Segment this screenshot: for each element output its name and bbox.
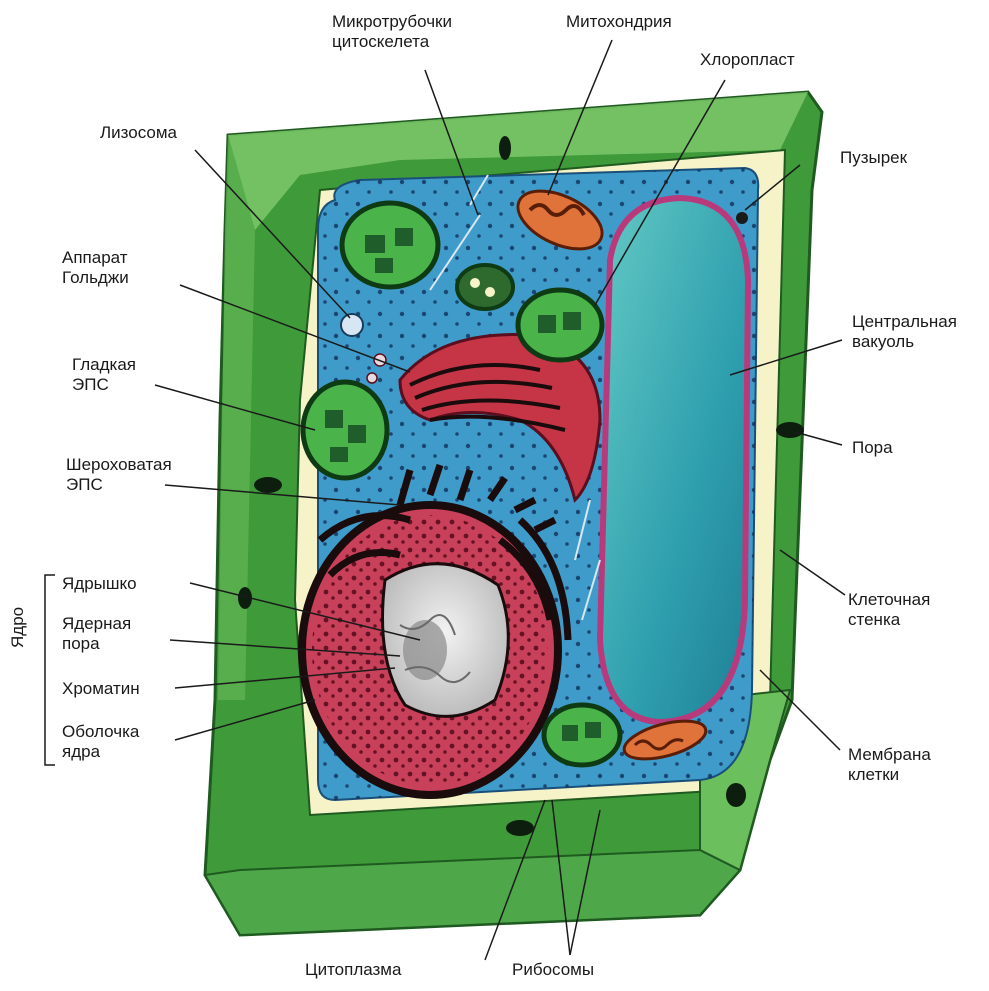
label-nucleus-group: Ядро xyxy=(8,607,28,648)
chloroplast-2 xyxy=(518,290,602,360)
label-rough-er: Шероховатая ЭПС xyxy=(66,455,172,495)
label-vesicle: Пузырек xyxy=(840,148,907,168)
label-nuclear-envelope: Оболочка ядра xyxy=(62,722,139,762)
chloroplast-3 xyxy=(303,382,387,478)
label-pore: Пора xyxy=(852,438,893,458)
label-cytoplasm: Цитоплазма xyxy=(305,960,401,980)
label-smooth-er: Гладкая ЭПС xyxy=(72,355,136,395)
label-lysosome: Лизосома xyxy=(100,123,177,143)
label-cell-wall: Клеточная стенка xyxy=(848,590,930,630)
chloroplast-4 xyxy=(544,705,620,765)
label-golgi: Аппарат Гольджи xyxy=(62,248,129,288)
label-cell-membrane: Мембрана клетки xyxy=(848,745,931,785)
chloroplast-small xyxy=(457,265,513,309)
label-mitochondria: Митохондрия xyxy=(566,12,672,32)
label-chromatin: Хроматин xyxy=(62,679,140,699)
central-vacuole xyxy=(600,198,748,722)
nucleus xyxy=(302,505,558,795)
label-ribosomes: Рибосомы xyxy=(512,960,594,980)
label-central-vacuole: Центральная вакуоль xyxy=(852,312,957,352)
chloroplast-1 xyxy=(342,203,438,287)
label-nucleolus: Ядрышко xyxy=(62,574,137,594)
label-nuclear-pore: Ядерная пора xyxy=(62,614,131,654)
lysosome xyxy=(341,314,363,336)
label-chloroplast: Хлоропласт xyxy=(700,50,795,70)
label-microtubules: Микротрубочки цитоскелета xyxy=(332,12,452,52)
